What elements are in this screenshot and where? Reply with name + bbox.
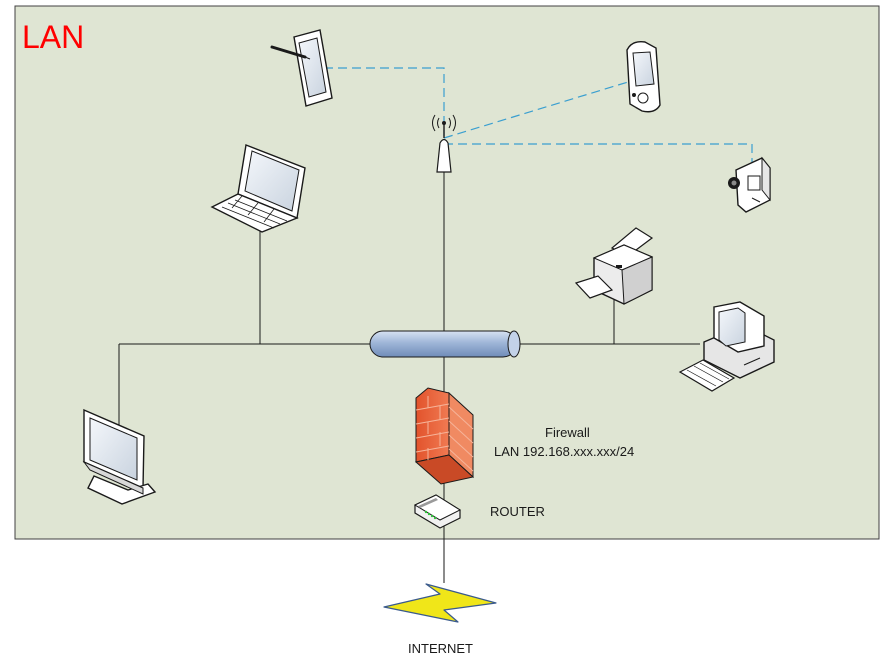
router-icon — [413, 494, 462, 529]
tablet-pen-icon — [270, 29, 333, 107]
firewall-label: Firewall — [545, 425, 590, 440]
monitor-icon — [82, 408, 157, 505]
lightning-icon — [383, 583, 497, 623]
wireless-links — [310, 67, 753, 162]
laptop-icon — [210, 144, 306, 233]
router-label: ROUTER — [490, 504, 545, 519]
internet-label: INTERNET — [408, 641, 473, 656]
pda-icon — [626, 40, 661, 113]
camcorder-icon — [728, 156, 771, 213]
wireless-access-point-icon — [432, 114, 456, 173]
printer-icon — [574, 227, 654, 305]
hub-switch-icon — [369, 330, 521, 358]
desktop-computer-icon — [678, 301, 775, 392]
firewall-icon — [414, 387, 475, 485]
subnet-label: LAN 192.168.xxx.xxx/24 — [494, 444, 634, 459]
lan-zone-label: LAN — [22, 19, 84, 55]
